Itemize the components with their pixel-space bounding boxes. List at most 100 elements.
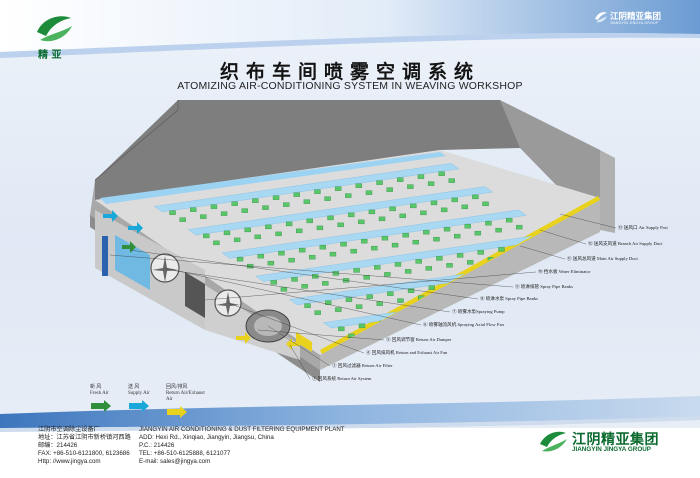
leader-line [204, 271, 537, 301]
loom-machine [303, 199, 311, 204]
loom-machine [516, 224, 523, 230]
green-leaf-logo-icon [37, 16, 72, 42]
spray-pipe-banks [102, 236, 108, 276]
callout-number: ① [312, 376, 318, 381]
callout-number: ④ [366, 350, 372, 355]
legend-arrow-icon [167, 406, 187, 418]
loom-machine [448, 178, 455, 183]
legend-cn: 送 风 [128, 385, 140, 390]
callout-number: ⑤ [386, 337, 392, 342]
callout-cn: 喷雾轴流风机 [428, 322, 458, 327]
callout-cn: 喷淋排管 [520, 284, 541, 289]
loom-machine [355, 183, 363, 188]
loom-machine [371, 245, 378, 251]
loom-machine [443, 226, 451, 232]
loom-machine [446, 263, 453, 268]
loom-machine [332, 271, 340, 276]
loom-machine [378, 216, 386, 222]
loom-machine [335, 307, 342, 312]
footer-fax: FAX: +86-510-6121800, 6123686 [38, 450, 130, 457]
loom-machine [555, 303, 562, 309]
footer-middle: JIANGYIN AIR CONDITIONING & DUST FILTERI… [139, 426, 345, 466]
legend-en: Supply Air [128, 391, 150, 396]
branch-supply-duct [153, 163, 460, 213]
callout-en: Spray Pipe Banks [505, 296, 538, 301]
loom-machine [179, 217, 186, 222]
loom-machine [440, 207, 448, 213]
legend-en: Return Air/Exhaust Air [166, 391, 205, 402]
loom-machine [387, 291, 394, 296]
branch-supply-duct [187, 186, 494, 236]
loom-machine [562, 274, 570, 279]
title-english: ATOMIZING AIR-CONDITIONING SYSTEM IN WEA… [177, 80, 523, 92]
callout-en: Spray Pipe Banks [540, 284, 573, 289]
loom-machine [575, 300, 583, 306]
loom-machine [542, 277, 549, 282]
callout-en: Return Air Damper [415, 337, 452, 342]
callout-label: ⑨ 喷淋排管 Spray Pipe Banks [515, 284, 573, 290]
callout-cn: 回风系统 [317, 376, 338, 381]
loom-machine [456, 253, 464, 258]
loom-machine [252, 198, 259, 203]
leader-line [539, 229, 587, 245]
loom-machine [433, 236, 440, 242]
legend-arrow-icon [91, 400, 111, 412]
loom-machine [425, 266, 433, 271]
loom-machine [389, 206, 396, 212]
loom-machine [288, 257, 295, 263]
callout-en: Main Air Supply Duct [596, 256, 638, 261]
roof-truss [95, 100, 520, 200]
loom-machine [423, 229, 430, 235]
loom-machine [282, 202, 290, 207]
loom-machine [412, 239, 419, 245]
callout-number: ⑫ [588, 241, 594, 246]
water-eliminator [185, 272, 205, 318]
loom-machine [169, 210, 176, 215]
loom-machine [505, 217, 513, 223]
footer-http[interactable]: Http: //www.jingya.com [38, 458, 101, 465]
callout-label: ⑤ 回风调节窗 Return Air Damper [386, 337, 451, 343]
callout-label: ⑩ 挡水板 Water Eliminator [538, 269, 590, 275]
callout-en: Water Eliminator [558, 269, 591, 274]
loom-machine [265, 224, 272, 230]
callout-en: Return and Exhaust Air Fan [395, 350, 448, 355]
loom-machine [350, 248, 357, 254]
loom-machine [355, 304, 363, 309]
left-logo: 精 亚 [34, 14, 74, 61]
title-chinese: 织布车间喷雾空调系统 [219, 61, 480, 83]
loom-machine [304, 303, 311, 308]
callout-cn: 回风调节窗 [391, 337, 416, 342]
callout-cn: 送风支风道 [593, 241, 618, 246]
loom-machine [314, 189, 321, 194]
loom-machine [428, 285, 435, 290]
loom-machine [270, 280, 277, 285]
loom-machine [358, 323, 366, 329]
loom-machine [376, 301, 383, 306]
loom-machine [386, 187, 393, 192]
loom-machine [513, 309, 521, 315]
footer-brand-cn: 江阴精亚集团 [572, 432, 659, 448]
loom-machine [233, 237, 241, 243]
loom-machine [545, 296, 552, 302]
loom-machine [618, 295, 624, 299]
loom-machine [236, 256, 244, 262]
loom-machine [438, 171, 445, 176]
footer-brand: 江阴精亚集团 JIANGYIN JINGYA GROUP [538, 428, 698, 458]
footer-email[interactable]: E-mail: sales@jingya.com [139, 458, 211, 465]
footer-pc: P.C.: 214426 [139, 442, 175, 449]
loom-machine [262, 205, 269, 210]
loom-machine [223, 230, 231, 236]
loom-machine [329, 251, 337, 257]
loom-machine [278, 250, 285, 256]
callout-en: Return Air System [337, 376, 372, 381]
footer-add: ADD: Hexi Rd., Xinqiao, Jiangyin, Jiangs… [139, 434, 274, 441]
loom-machine [407, 288, 415, 293]
loom-machine [368, 209, 376, 215]
callout-en: Spraying Axial Flow Fan [457, 322, 504, 327]
leader-line [559, 213, 617, 229]
loom-machine [241, 208, 248, 213]
loom-machine [220, 211, 228, 216]
callout-number: ⑧ [480, 296, 486, 301]
leader-line [109, 254, 514, 288]
